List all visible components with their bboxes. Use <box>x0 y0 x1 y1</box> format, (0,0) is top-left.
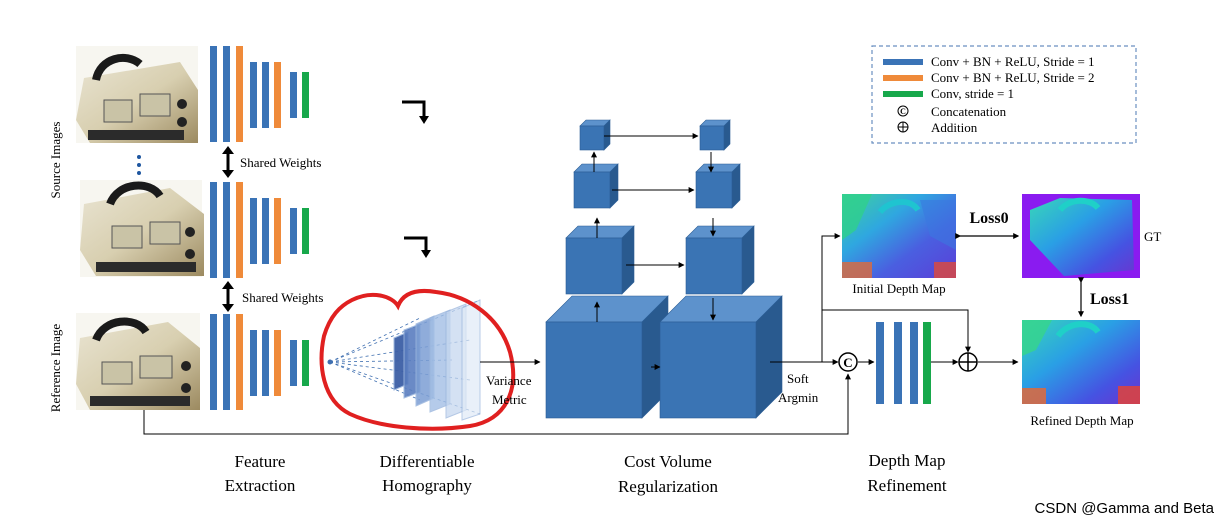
stage-cost-line2: Regularization <box>618 477 719 496</box>
source-2-elbow-arrow <box>404 236 431 258</box>
soft-argmin-label-line1: Soft <box>787 371 809 386</box>
legend-swatch-orange <box>883 75 923 81</box>
ground-truth-depth-map <box>1022 194 1140 278</box>
conv-layer-bar-blue <box>223 314 230 410</box>
soft-argmin-label-line2: Argmin <box>778 390 819 405</box>
refine-conv-bar-blue <box>894 322 902 404</box>
cost-volume-cube <box>545 295 669 419</box>
homography-frustum <box>327 299 481 421</box>
legend-swatch-green <box>883 91 923 97</box>
loss0-label: Loss0 <box>969 210 1008 227</box>
feature-extractor-source-1 <box>210 46 309 142</box>
conv-layer-bar-blue <box>290 340 297 386</box>
feature-extractor-source-2 <box>210 182 309 278</box>
source-image-2 <box>80 180 204 277</box>
shared-weights-label-1: Shared Weights <box>240 155 321 170</box>
legend-label-blue: Conv + BN + ReLU, Stride = 1 <box>931 54 1095 69</box>
csdn-watermark: CSDN @Gamma and Beta <box>1035 500 1215 517</box>
conv-layer-bar-green <box>302 208 309 254</box>
conv-layer-bar-blue <box>290 72 297 118</box>
conv-layer-bar-orange <box>236 182 243 278</box>
conv-layer-bar-blue <box>223 182 230 278</box>
legend-label-addition: Addition <box>931 120 978 135</box>
stage-homography-line2: Homography <box>382 476 472 495</box>
shared-weights-arrow-1 <box>222 146 234 178</box>
legend: C Conv + BN + ReLU, Stride = 1 Conv + BN… <box>871 45 1137 144</box>
svg-text:C: C <box>900 107 906 116</box>
conv-layer-bar-orange <box>274 198 281 264</box>
unet-connections <box>591 133 716 370</box>
stage-feature-line1: Feature <box>235 452 286 471</box>
legend-addition-icon <box>897 121 909 133</box>
gt-label: GT <box>1144 229 1161 244</box>
conv-layer-bar-blue <box>210 314 217 410</box>
legend-label-green: Conv, stride = 1 <box>931 86 1014 101</box>
conv-layer-bar-orange <box>236 46 243 142</box>
cost-volume-cube <box>685 225 755 295</box>
legend-label-orange: Conv + BN + ReLU, Stride = 2 <box>931 70 1095 85</box>
loss1-label: Loss1 <box>1090 291 1129 308</box>
cost-volume-cube <box>699 119 731 151</box>
red-highlight-circle <box>319 289 516 431</box>
stage-cost-line1: Cost Volume <box>624 452 712 471</box>
concat-symbol: C <box>843 355 852 370</box>
cost-volume-cube <box>573 163 619 209</box>
refine-conv-bar-blue <box>910 322 918 404</box>
refinement-wiring <box>143 233 1019 435</box>
refine-conv-bar-blue <box>876 322 884 404</box>
conv-layer-bar-blue <box>223 46 230 142</box>
conv-layer-bar-orange <box>236 314 243 410</box>
variance-metric-label-line2: Metric <box>492 392 527 407</box>
stage-feature-line2: Extraction <box>225 476 296 495</box>
refinement-conv-layers <box>876 322 931 404</box>
stage-refine-line1: Depth Map <box>869 451 946 470</box>
conv-layer-bar-green <box>302 72 309 118</box>
stage-refine-line2: Refinement <box>867 476 947 495</box>
variance-metric-label-line1: Variance <box>486 373 532 388</box>
conv-layer-bar-blue <box>262 62 269 128</box>
refined-depth-map <box>1022 320 1140 404</box>
reference-image-label: Reference Image <box>48 324 63 413</box>
legend-concat-icon: C <box>897 105 909 117</box>
initial-depth-map-label: Initial Depth Map <box>852 281 945 296</box>
source-1-elbow-arrow <box>402 100 429 124</box>
cost-volume-unet <box>545 119 783 419</box>
refined-depth-map-label: Refined Depth Map <box>1030 413 1133 428</box>
source-image-1 <box>76 46 198 143</box>
initial-depth-map <box>842 194 956 278</box>
reference-image <box>76 313 200 410</box>
source-image-dots <box>137 155 141 175</box>
refine-conv-bar-green <box>923 322 931 404</box>
cost-volume-cube <box>565 225 635 295</box>
concatenation-node: C <box>838 352 858 372</box>
conv-layer-bar-green <box>302 340 309 386</box>
conv-layer-bar-blue <box>210 182 217 278</box>
conv-layer-bar-blue <box>250 198 257 264</box>
conv-layer-bar-orange <box>274 330 281 396</box>
conv-layer-bar-blue <box>250 62 257 128</box>
source-images-label: Source Images <box>48 122 63 199</box>
legend-swatch-blue <box>883 59 923 65</box>
conv-layer-bar-blue <box>250 330 257 396</box>
addition-node <box>958 352 978 372</box>
cost-volume-cube <box>659 295 783 419</box>
feature-extractor-reference <box>210 314 309 410</box>
conv-layer-bar-blue <box>262 198 269 264</box>
conv-layer-bar-blue <box>290 208 297 254</box>
shared-weights-arrow-2 <box>222 281 234 312</box>
stage-homography-line1: Differentiable <box>379 452 474 471</box>
conv-layer-bar-orange <box>274 62 281 128</box>
cost-volume-cube <box>579 119 611 151</box>
legend-label-concat: Concatenation <box>931 104 1007 119</box>
conv-layer-bar-blue <box>262 330 269 396</box>
shared-weights-label-2: Shared Weights <box>242 290 323 305</box>
cost-volume-cube <box>695 163 741 209</box>
conv-layer-bar-blue <box>210 46 217 142</box>
